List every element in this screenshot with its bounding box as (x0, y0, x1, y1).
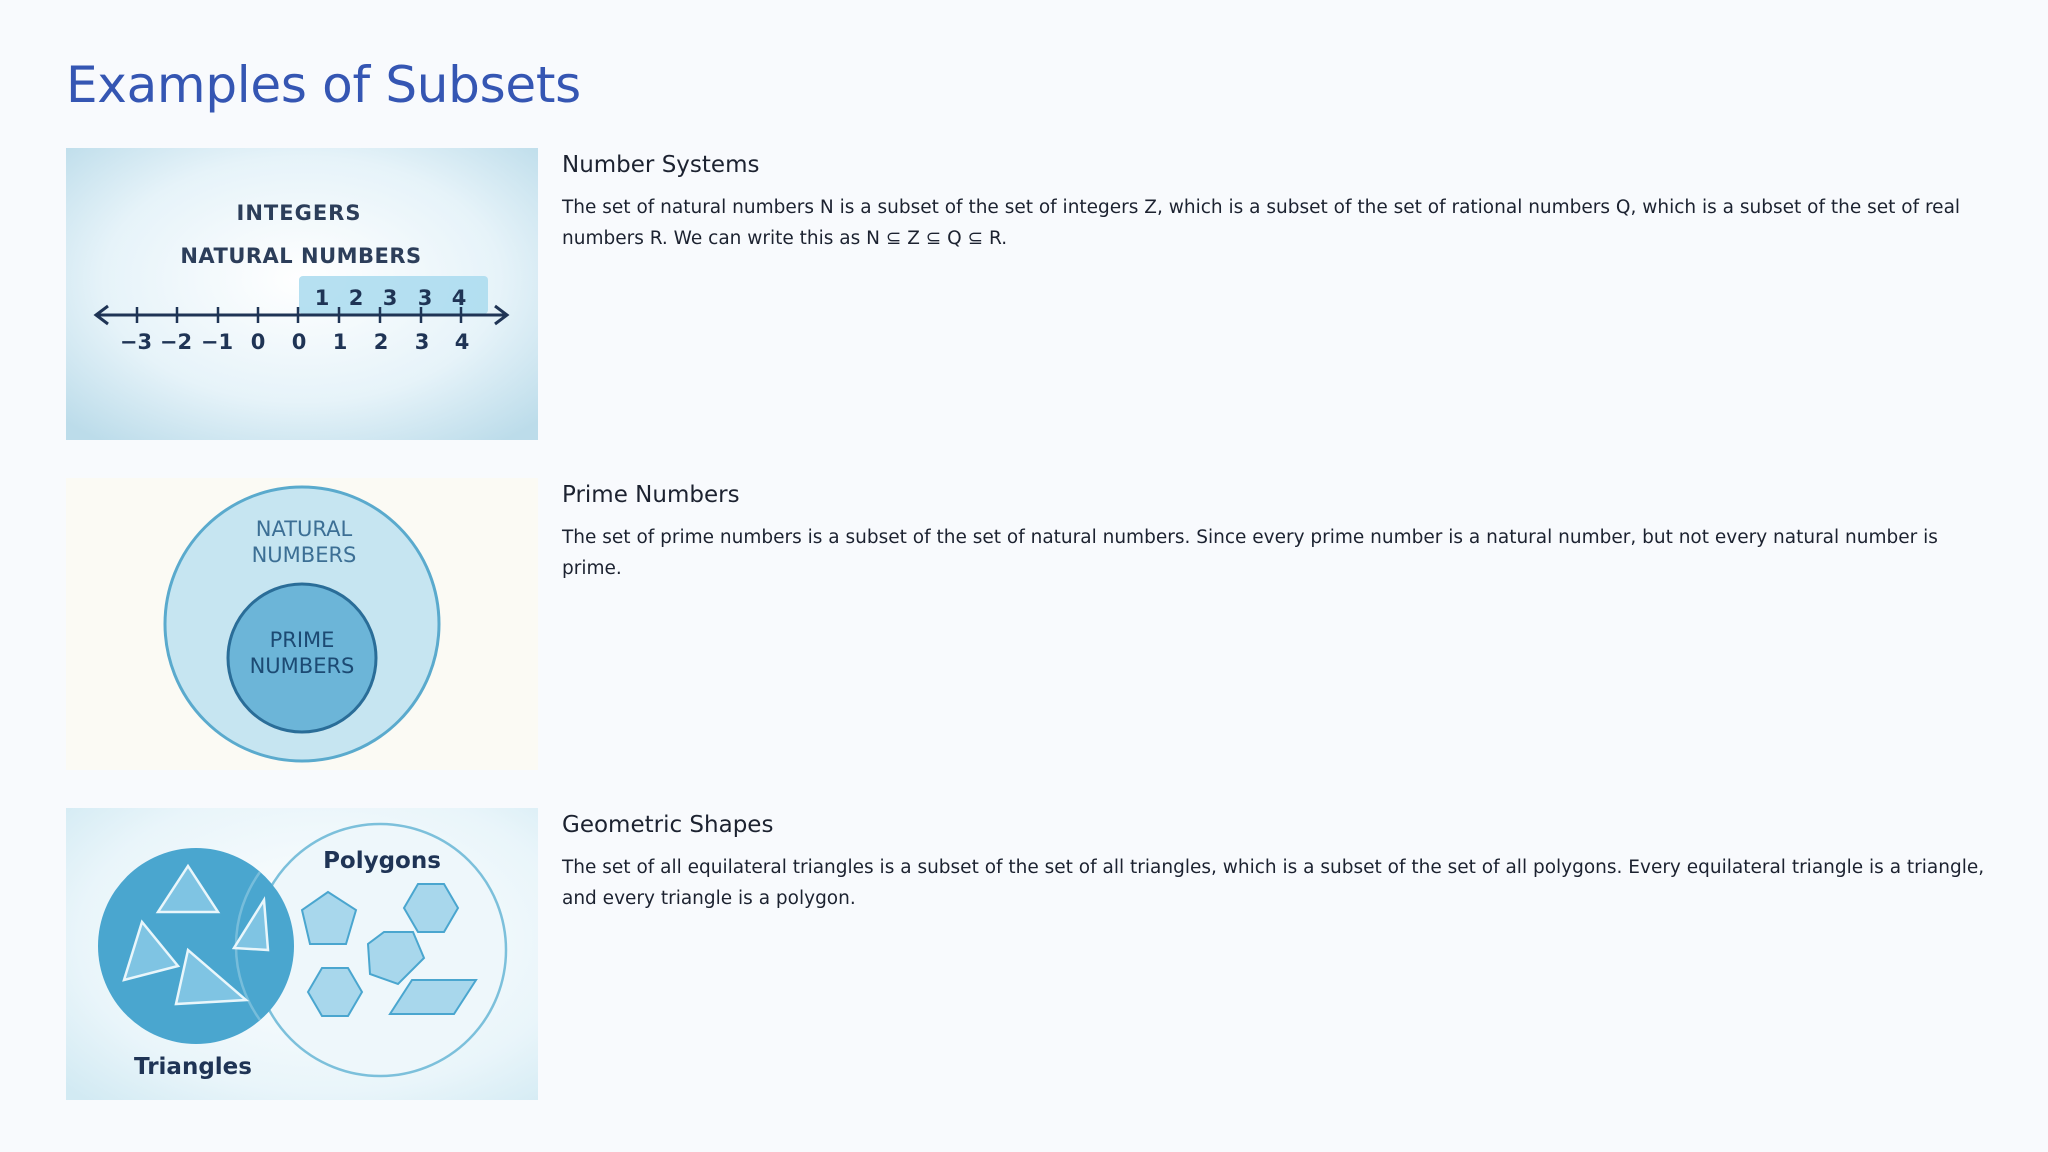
venn-shapes-illustration: Polygons Triangles (66, 808, 538, 1100)
subset-example-geometric-shapes: Polygons Triangles Geometric Shapes The … (66, 808, 1996, 1100)
integers-label: INTEGERS (237, 201, 362, 225)
axis-tick-3: −1 (201, 330, 233, 354)
axis-tick-5: 0 (292, 330, 307, 354)
section-title: Prime Numbers (562, 482, 740, 508)
axis-tick-1: −3 (120, 330, 152, 354)
highlight-tick-1: 1 (315, 286, 330, 310)
section-text: Number Systems The set of natural number… (562, 148, 1996, 254)
natural-label-line1: NATURAL (256, 517, 353, 541)
number-line-illustration: INTEGERS NATURAL NUMBERS 1 2 3 (66, 148, 538, 440)
highlight-tick-4: 3 (418, 286, 433, 310)
section-body: The set of natural numbers N is a subset… (562, 197, 1961, 249)
axis-tick-9: 4 (455, 330, 470, 354)
axis-tick-2: −2 (160, 330, 192, 354)
subset-example-prime-numbers: NATURAL NUMBERS PRIME NUMBERS Prime Numb… (66, 478, 1996, 770)
highlight-tick-3: 3 (383, 286, 398, 310)
prime-label-line1: PRIME (270, 628, 335, 652)
section-text: Prime Numbers The set of prime numbers i… (562, 478, 1996, 584)
triangle-shape (231, 896, 270, 952)
parallelogram-shape (388, 979, 478, 1015)
hexagon-shape (306, 967, 364, 1017)
axis-tick-8: 3 (415, 330, 430, 354)
highlight-tick-2: 2 (349, 286, 364, 310)
section-text: Geometric Shapes The set of all equilate… (562, 808, 1996, 914)
hexagon-shape (402, 883, 460, 933)
axis-tick-6: 1 (333, 330, 348, 354)
axis-tick-4: 0 (251, 330, 266, 354)
natural-numbers-highlight (299, 276, 488, 314)
section-body: The set of prime numbers is a subset of … (562, 527, 1938, 579)
section-title: Number Systems (562, 152, 760, 178)
triangles-label: Triangles (134, 1054, 252, 1080)
natural-label-line2: NUMBERS (252, 543, 357, 567)
polygons-label: Polygons (323, 848, 441, 874)
triangle-shape (155, 863, 221, 914)
highlight-tick-5: 4 (452, 286, 467, 310)
section-title: Geometric Shapes (562, 812, 774, 838)
subset-example-number-systems: INTEGERS NATURAL NUMBERS 1 2 3 (66, 148, 1996, 440)
triangle-shape (174, 947, 250, 1006)
section-body: The set of all equilateral triangles is … (562, 857, 1985, 909)
hexagon-shape (366, 931, 426, 986)
triangle-shape (122, 919, 181, 982)
venn-primes-illustration: NATURAL NUMBERS PRIME NUMBERS (66, 478, 538, 770)
natural-numbers-label: NATURAL NUMBERS (180, 244, 421, 268)
axis-tick-7: 2 (374, 330, 389, 354)
prime-numbers-circle (226, 582, 378, 734)
page-title: Examples of Subsets (66, 56, 581, 114)
prime-label-line2: NUMBERS (250, 654, 355, 678)
pentagon-shape (300, 890, 358, 945)
